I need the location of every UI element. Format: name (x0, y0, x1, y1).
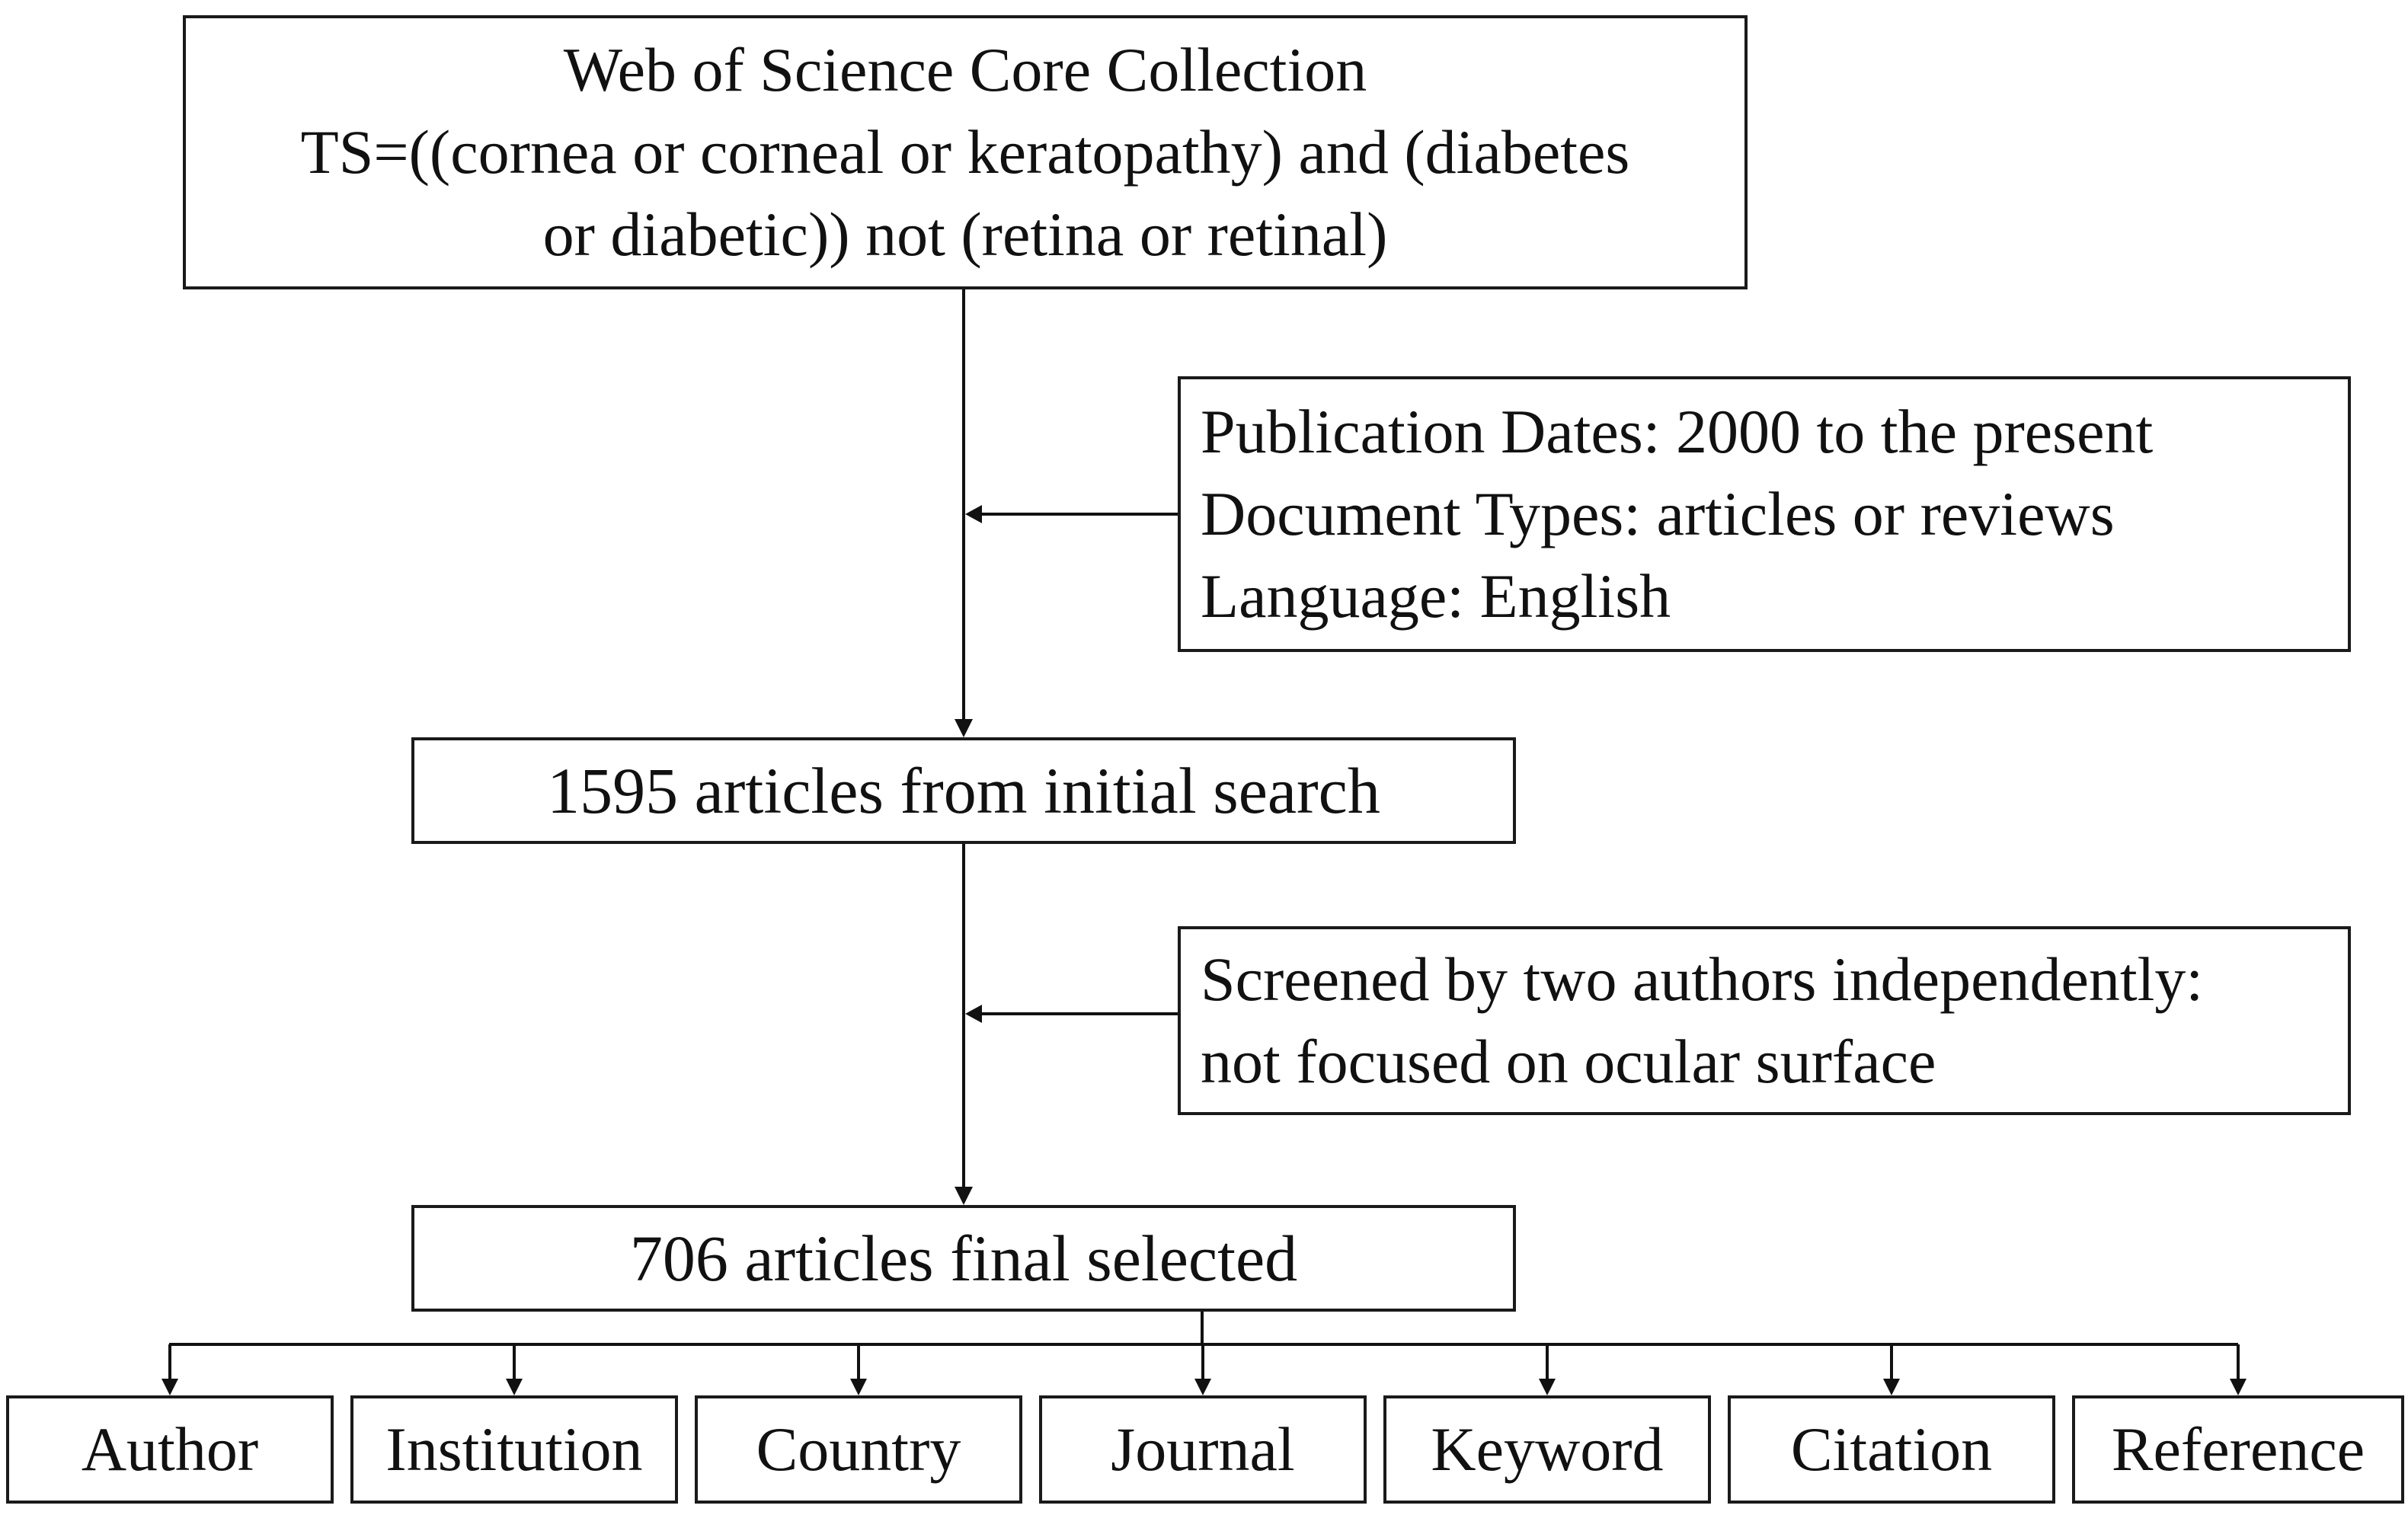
drop-arrowhead-country (850, 1379, 867, 1395)
filter-1-line-2: Document Types: articles or reviews (1201, 479, 2115, 548)
drop-arrowhead-reference (2230, 1379, 2247, 1395)
drop-arrowhead-journal (1194, 1379, 1211, 1395)
category-reference-box: Reference (2072, 1395, 2404, 1504)
category-author-box: Author (6, 1395, 334, 1504)
category-label-citation: Citation (1790, 1414, 1993, 1484)
filter-1-line-1: Publication Dates: 2000 to the present (1201, 397, 2154, 466)
category-label-institution: Institution (385, 1414, 643, 1484)
source-line-1: Web of Science Core Collection (563, 35, 1367, 104)
category-keyword-box: Keyword (1383, 1395, 1711, 1504)
source-line-3: or diabetic)) not (retina or retinal) (542, 200, 1388, 269)
drop-arrowhead-citation (1883, 1379, 1900, 1395)
initial-search-label: 1595 articles from initial search (547, 754, 1380, 827)
filter-2-line-2: not focused on ocular surface (1201, 1027, 1936, 1096)
arrowhead-filter-1 (965, 505, 982, 523)
arrowhead-to-initial (955, 719, 973, 737)
source-line-2: TS=((cornea or corneal or keratopathy) a… (300, 117, 1630, 187)
category-label-country: Country (756, 1414, 961, 1484)
category-institution-box: Institution (350, 1395, 678, 1504)
screening-box: Screened by two authors independently: n… (1178, 926, 2351, 1115)
drop-arrowhead-author (161, 1379, 178, 1395)
arrowhead-filter-2 (965, 1005, 982, 1023)
filter-2-line-1: Screened by two authors independently: (1201, 944, 2204, 1014)
arrowhead-to-final (955, 1187, 973, 1205)
category-drop-arrows (161, 1344, 2247, 1395)
drop-arrowhead-keyword (1539, 1379, 1556, 1395)
category-label-keyword: Keyword (1431, 1414, 1664, 1484)
category-label-journal: Journal (1111, 1414, 1295, 1484)
final-selection-box: 706 articles final selected (411, 1205, 1516, 1312)
category-country-box: Country (695, 1395, 1022, 1504)
drop-arrowhead-institution (506, 1379, 523, 1395)
category-label-reference: Reference (2111, 1414, 2365, 1484)
category-citation-box: Citation (1728, 1395, 2055, 1504)
filter-1-line-3: Language: English (1201, 561, 1671, 631)
initial-search-box: 1595 articles from initial search (411, 737, 1516, 844)
source-query-box: Web of Science Core Collection TS=((corn… (183, 15, 1748, 289)
category-label-author: Author (81, 1414, 259, 1484)
final-selection-label: 706 articles final selected (629, 1222, 1298, 1295)
category-journal-box: Journal (1039, 1395, 1367, 1504)
filter-criteria-box: Publication Dates: 2000 to the present D… (1178, 376, 2351, 652)
